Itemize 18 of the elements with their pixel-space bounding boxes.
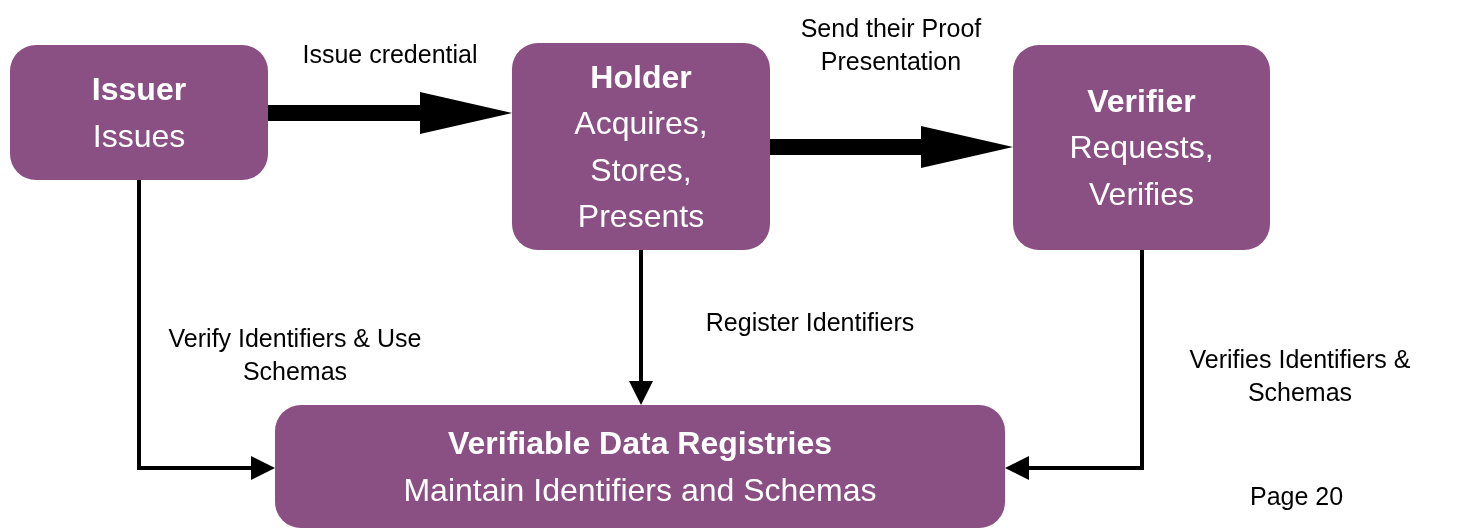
process-box	[512, 43, 770, 250]
box-description: Maintain Identifiers and Schemas	[403, 470, 877, 510]
arrow	[1005, 250, 1144, 480]
page-number: Page 20	[1250, 481, 1344, 512]
process-box	[1013, 45, 1270, 250]
process-box	[275, 405, 1005, 528]
box-description: Requests, Verifies	[1068, 128, 1215, 214]
arrow	[770, 126, 1013, 168]
box-title: Verifiable Data Registries	[447, 424, 833, 464]
box-description: Issues	[92, 116, 186, 156]
arrow	[268, 92, 512, 134]
box-description: Acquires, Stores, Presents	[573, 104, 709, 236]
box-title: Issuer	[91, 70, 187, 110]
box-title: Holder	[590, 57, 692, 97]
process-box	[10, 45, 268, 180]
arrow	[629, 250, 653, 405]
box-title: Verifier	[1087, 81, 1196, 121]
arrow	[137, 180, 275, 480]
